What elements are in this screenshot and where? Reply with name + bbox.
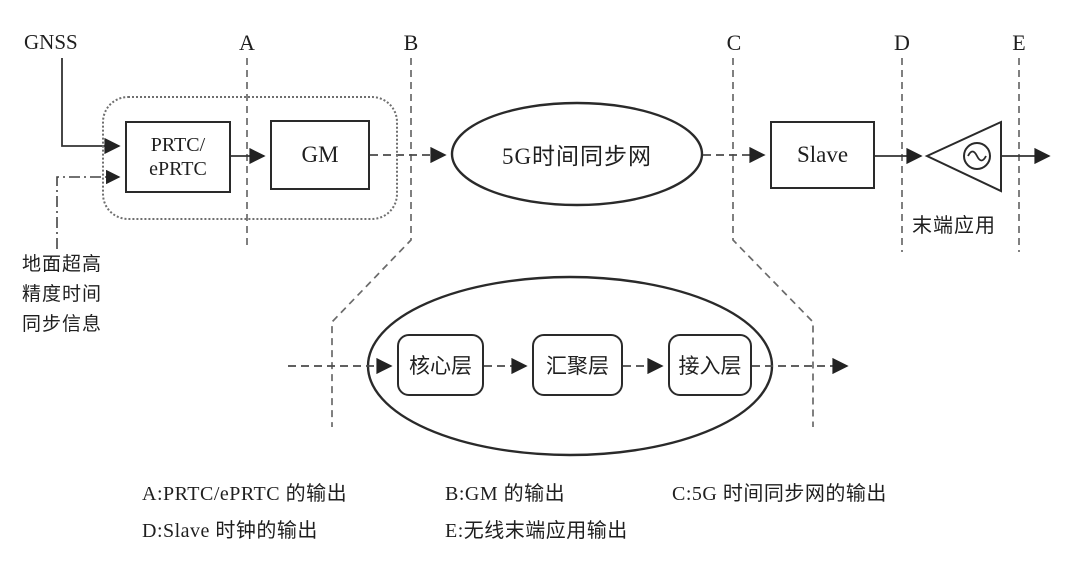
access-layer-label: 接入层 (678, 354, 742, 378)
reference-label-c: C (726, 30, 742, 55)
gm-box: GM (270, 120, 370, 190)
reference-label-d: D (894, 30, 910, 55)
reference-line-b-with-funnel (331, 58, 412, 427)
slave-box: Slave (770, 121, 875, 189)
legend-item-d: D:Slave 时钟的输出 (142, 520, 318, 542)
core-layer-box: 核心层 (397, 334, 484, 396)
slave-label: Slave (796, 142, 849, 167)
end-application-symbol (924, 120, 1002, 193)
reference-label-b: B (403, 30, 419, 55)
arrow-gnss-to-prtc (61, 58, 121, 155)
legend-item-b: B:GM 的输出 (445, 483, 566, 505)
sine-wave-icon (967, 150, 987, 162)
end-app-caption: 末端应用 (912, 215, 996, 237)
legend-item-e: E:无线末端应用输出 (445, 520, 628, 542)
prtc-box: PRTC/ ePRTC (125, 121, 231, 193)
reference-line-c-with-funnel (732, 58, 814, 427)
legend-item-a: A:PRTC/ePRTC 的输出 (142, 483, 348, 505)
gm-label: GM (301, 142, 339, 167)
reference-label-a: A (239, 30, 255, 55)
sync-network-label: 5G时间同步网 (501, 144, 653, 169)
gnss-label: GNSS (24, 30, 78, 54)
aggregation-layer-label: 汇聚层 (546, 354, 609, 378)
sync-network-ellipse (450, 101, 704, 207)
access-layer-box: 接入层 (668, 334, 752, 396)
prtc-gm-group-outline (102, 96, 398, 220)
arrow-ground-info-to-prtc (56, 169, 121, 249)
prtc-label: PRTC/ ePRTC (149, 134, 207, 180)
aggregation-layer-box: 汇聚层 (532, 334, 623, 396)
reference-label-e: E (1012, 30, 1026, 55)
legend-item-c: C:5G 时间同步网的输出 (672, 483, 887, 505)
core-layer-label: 核心层 (409, 354, 472, 378)
ground-info-caption: 地面超高 精度时间 同步信息 (22, 254, 103, 335)
